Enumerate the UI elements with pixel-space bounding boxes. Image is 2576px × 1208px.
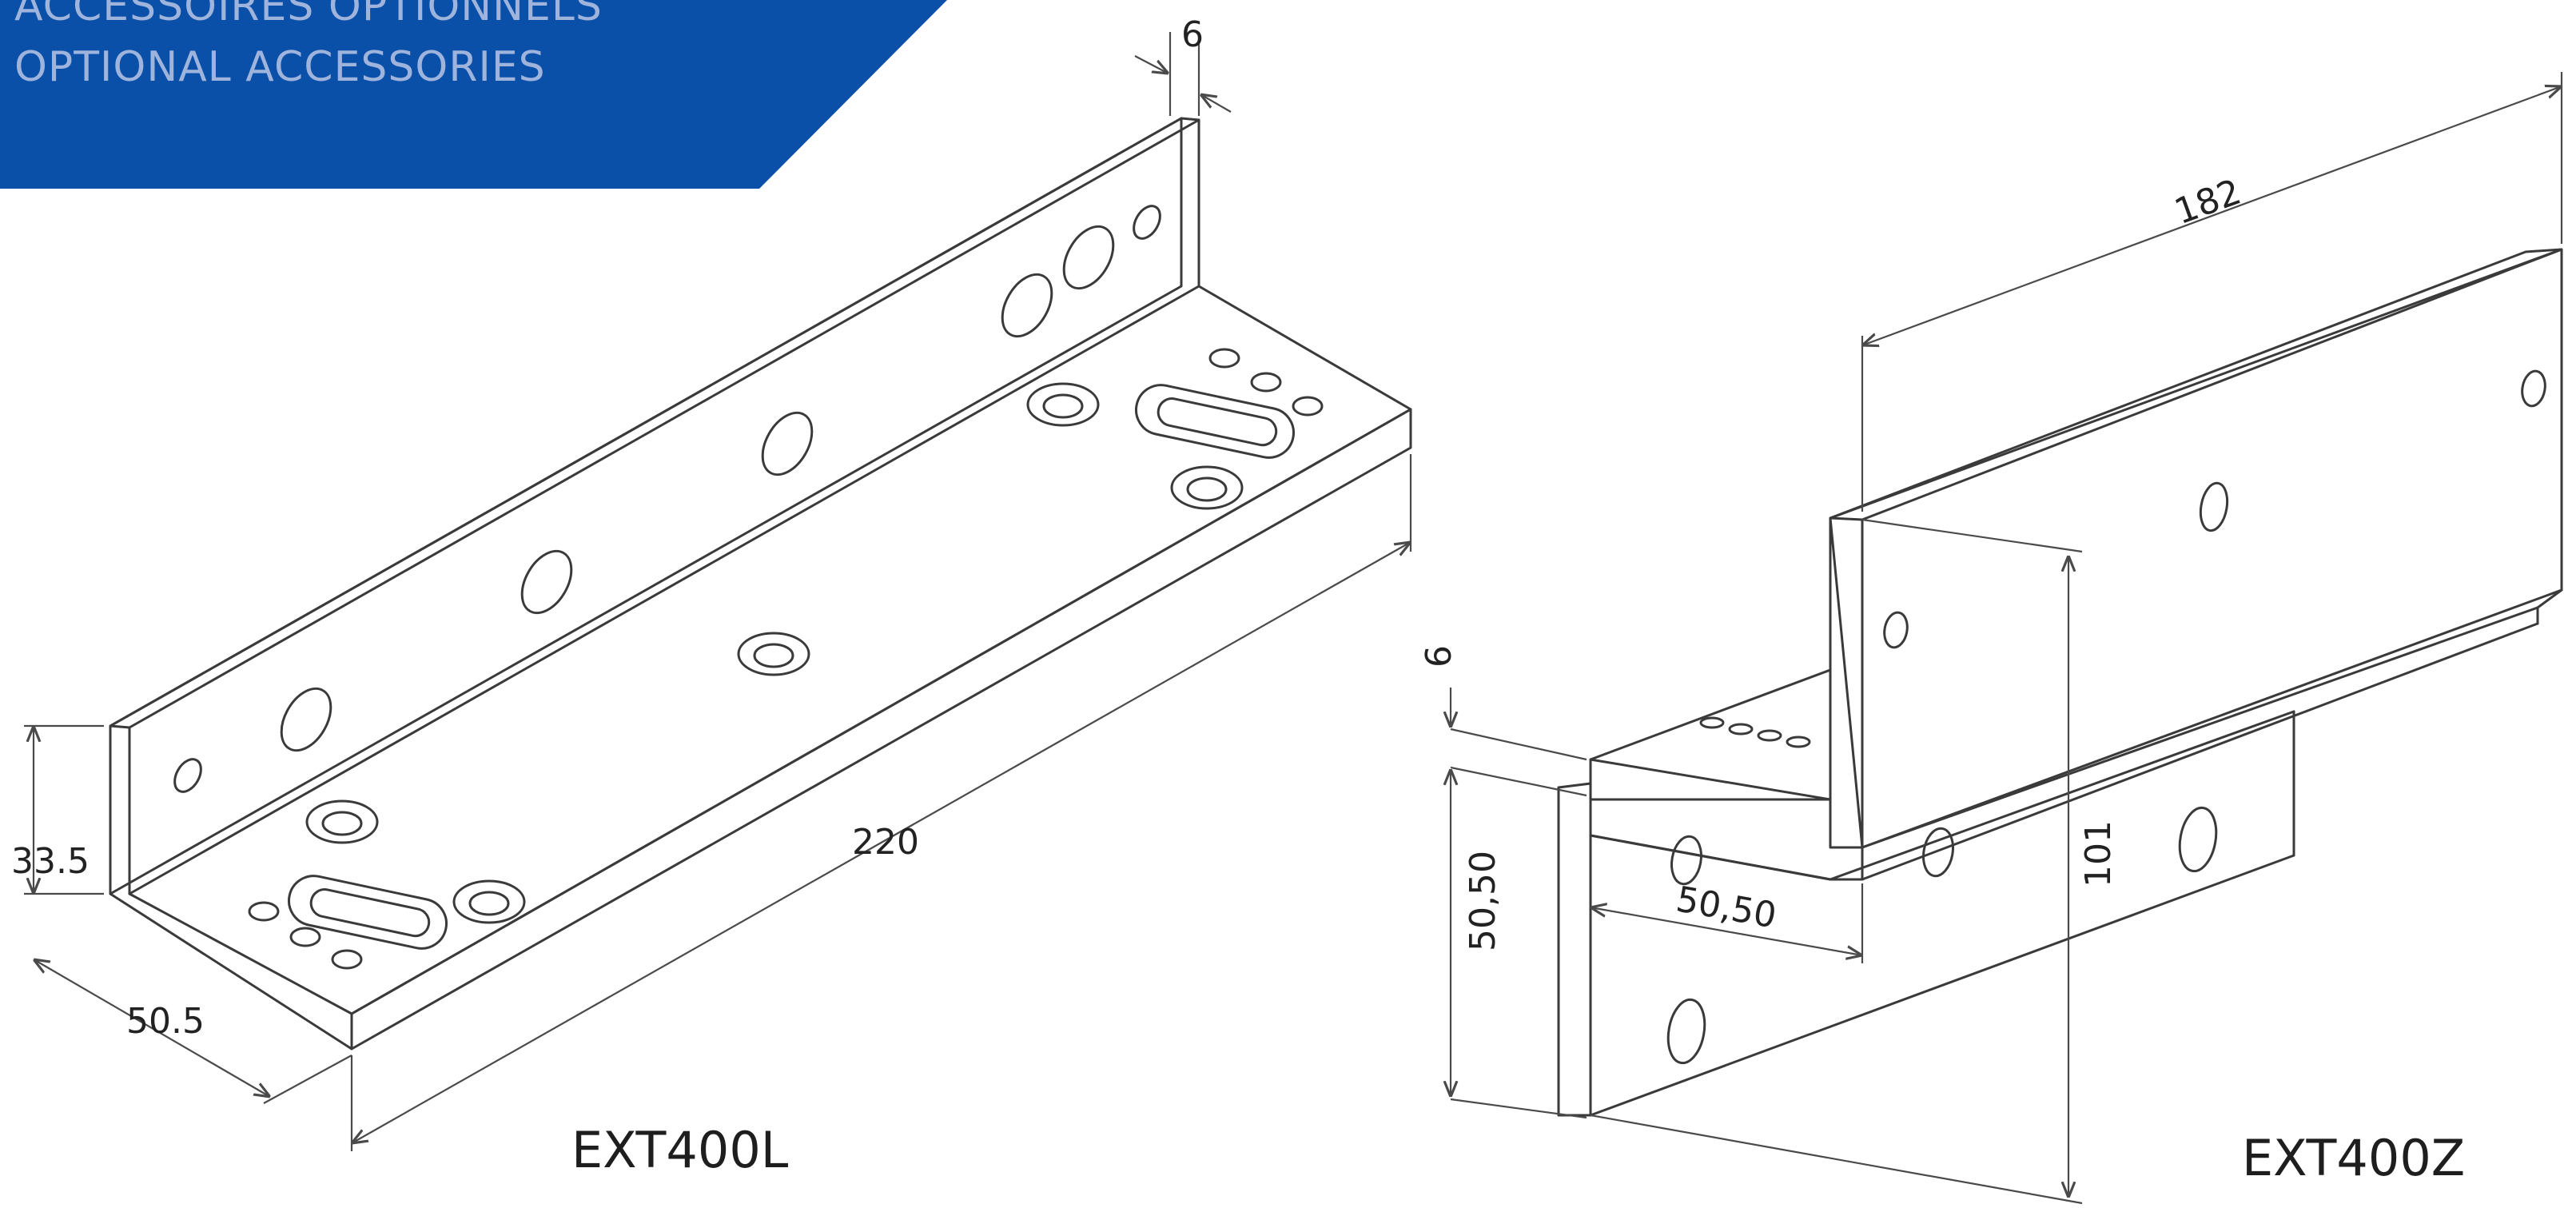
countersunk-hole (1042, 393, 1084, 419)
countersunk-hole (1170, 465, 1244, 510)
countersunk-hole (1186, 476, 1228, 502)
hole (280, 687, 332, 752)
countersunk-hole (452, 879, 526, 924)
hole (173, 758, 202, 793)
hole (761, 411, 814, 476)
hole (2178, 806, 2218, 873)
small-hole (289, 927, 321, 947)
countersunk-hole (1026, 382, 1100, 427)
small-hole (1208, 348, 1240, 369)
ext400l-height-dim: 33.5 (11, 841, 90, 882)
hole (1670, 835, 1702, 886)
header-title-fr: ACCESSOIRES OPTIONNELS (14, 0, 603, 30)
ext400z-height-dim: 101 (2078, 820, 2119, 887)
ext400l-label: EXT400L (571, 1121, 789, 1179)
small-hole (1757, 729, 1782, 742)
hole (1133, 205, 1161, 240)
hole (2199, 481, 2229, 532)
hole (1883, 611, 1909, 649)
small-hole (1250, 372, 1282, 393)
ext400l-thickness-dim: 6 (1181, 14, 1204, 55)
hole (1001, 273, 1053, 338)
slot-hole (1157, 397, 1278, 447)
small-hole (1699, 716, 1725, 729)
ext400l-wall-top-edge (109, 117, 1200, 729)
small-hole (331, 949, 363, 970)
ext400z-flange-thickness-dim: 6 (1419, 645, 1459, 668)
ext400l-vertical-face (109, 117, 1183, 895)
hole (1922, 827, 1954, 878)
header-banner (0, 0, 947, 189)
hole (1062, 225, 1115, 290)
ext400l-length-dim: 220 (852, 822, 919, 863)
small-hole (1728, 723, 1754, 736)
ext400z-length-dim: 182 (2169, 171, 2246, 233)
header-title-en: OPTIONAL ACCESSORIES (14, 43, 546, 91)
ext400z-bracket (1557, 248, 2563, 1117)
hole (520, 549, 573, 615)
ext400l-base-front-edge (350, 408, 1412, 1051)
ext400l-dimensions: 6 220 33.5 50.5 (11, 14, 1411, 1151)
countersunk-hole (305, 799, 379, 844)
ext400z-label: EXT400Z (2242, 1129, 2465, 1187)
hole (2521, 369, 2546, 408)
countersunk-hole (468, 891, 510, 916)
small-hole (1292, 396, 1324, 417)
countersunk-hole (753, 643, 794, 668)
header-banner-text: ACCESSOIRES OPTIONNELS OPTIONAL ACCESSOR… (0, 0, 959, 189)
small-hole (1786, 736, 1811, 748)
slot-hole (1135, 384, 1295, 459)
ext400l-width-dim: 50.5 (126, 1001, 205, 1042)
ext400l-bracket (109, 117, 1412, 1051)
small-hole (248, 901, 280, 922)
slot-hole (309, 888, 431, 938)
header-band (0, 0, 947, 189)
ext400z-upper-face (1829, 248, 2563, 849)
countersunk-hole (321, 811, 363, 836)
ext400z-flange-depth-dim: 50,50 (1673, 879, 1779, 936)
hole (1666, 998, 1706, 1065)
countersunk-hole (737, 632, 810, 676)
ext400z-flange-height-dim: 50,50 (1463, 851, 1503, 951)
ext400l-base-face (128, 285, 1412, 1015)
